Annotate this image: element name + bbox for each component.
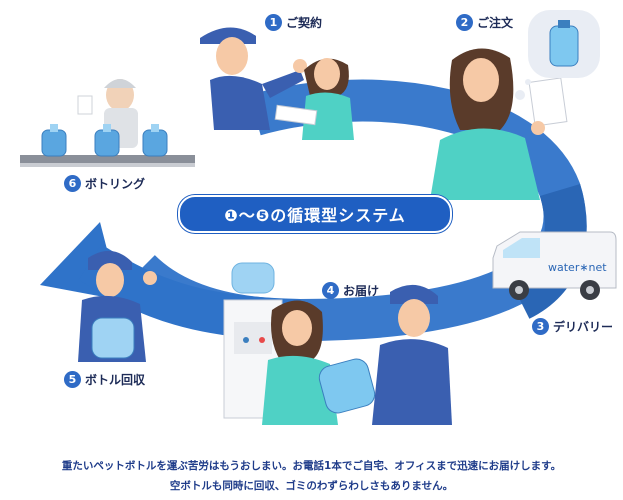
handover-icon: [262, 284, 452, 425]
step-number: 5: [64, 371, 81, 388]
cycle-title: ❶〜❺の循環型システム: [224, 206, 406, 225]
step-number: 3: [532, 318, 549, 335]
step-text: ご契約: [286, 16, 323, 30]
step-number: 1: [265, 14, 282, 31]
step-text: デリバリー: [553, 320, 614, 334]
step-2-label: 2 ご注文: [456, 14, 513, 31]
step-4-label: 4 お届け: [322, 282, 379, 299]
cycle-title-banner: ❶〜❺の循環型システム: [178, 195, 452, 233]
bottle-collector-icon: [78, 250, 157, 362]
step-number: 4: [322, 282, 339, 299]
step-text: お届け: [343, 284, 380, 298]
caption-line-2: 空ボトルも同時に回収、ゴミのわずらわしさもありません。: [169, 480, 454, 492]
step-5-label: 5 ボトル回収: [64, 371, 145, 388]
delivery-van-icon: [492, 231, 617, 300]
step-6-label: 6 ボトリング: [64, 175, 145, 192]
step-text: ご注文: [477, 16, 514, 30]
step-3-label: 3 デリバリー: [532, 318, 613, 335]
person-contract-icon: [200, 27, 354, 140]
step-text: ボトル回収: [85, 373, 146, 387]
order-woman-icon: [430, 10, 600, 200]
caption-line-1: 重たいペットボトルを運ぶ苦労はもうおしまい。お電話1本でご自宅、オフィスまで迅速…: [61, 460, 562, 472]
step-number: 6: [64, 175, 81, 192]
step-number: 2: [456, 14, 473, 31]
van-brand-text: water∗net: [548, 261, 607, 274]
step-text: ボトリング: [85, 177, 146, 191]
step-1-label: 1 ご契約: [265, 14, 322, 31]
bottling-worker-icon: [20, 79, 195, 167]
